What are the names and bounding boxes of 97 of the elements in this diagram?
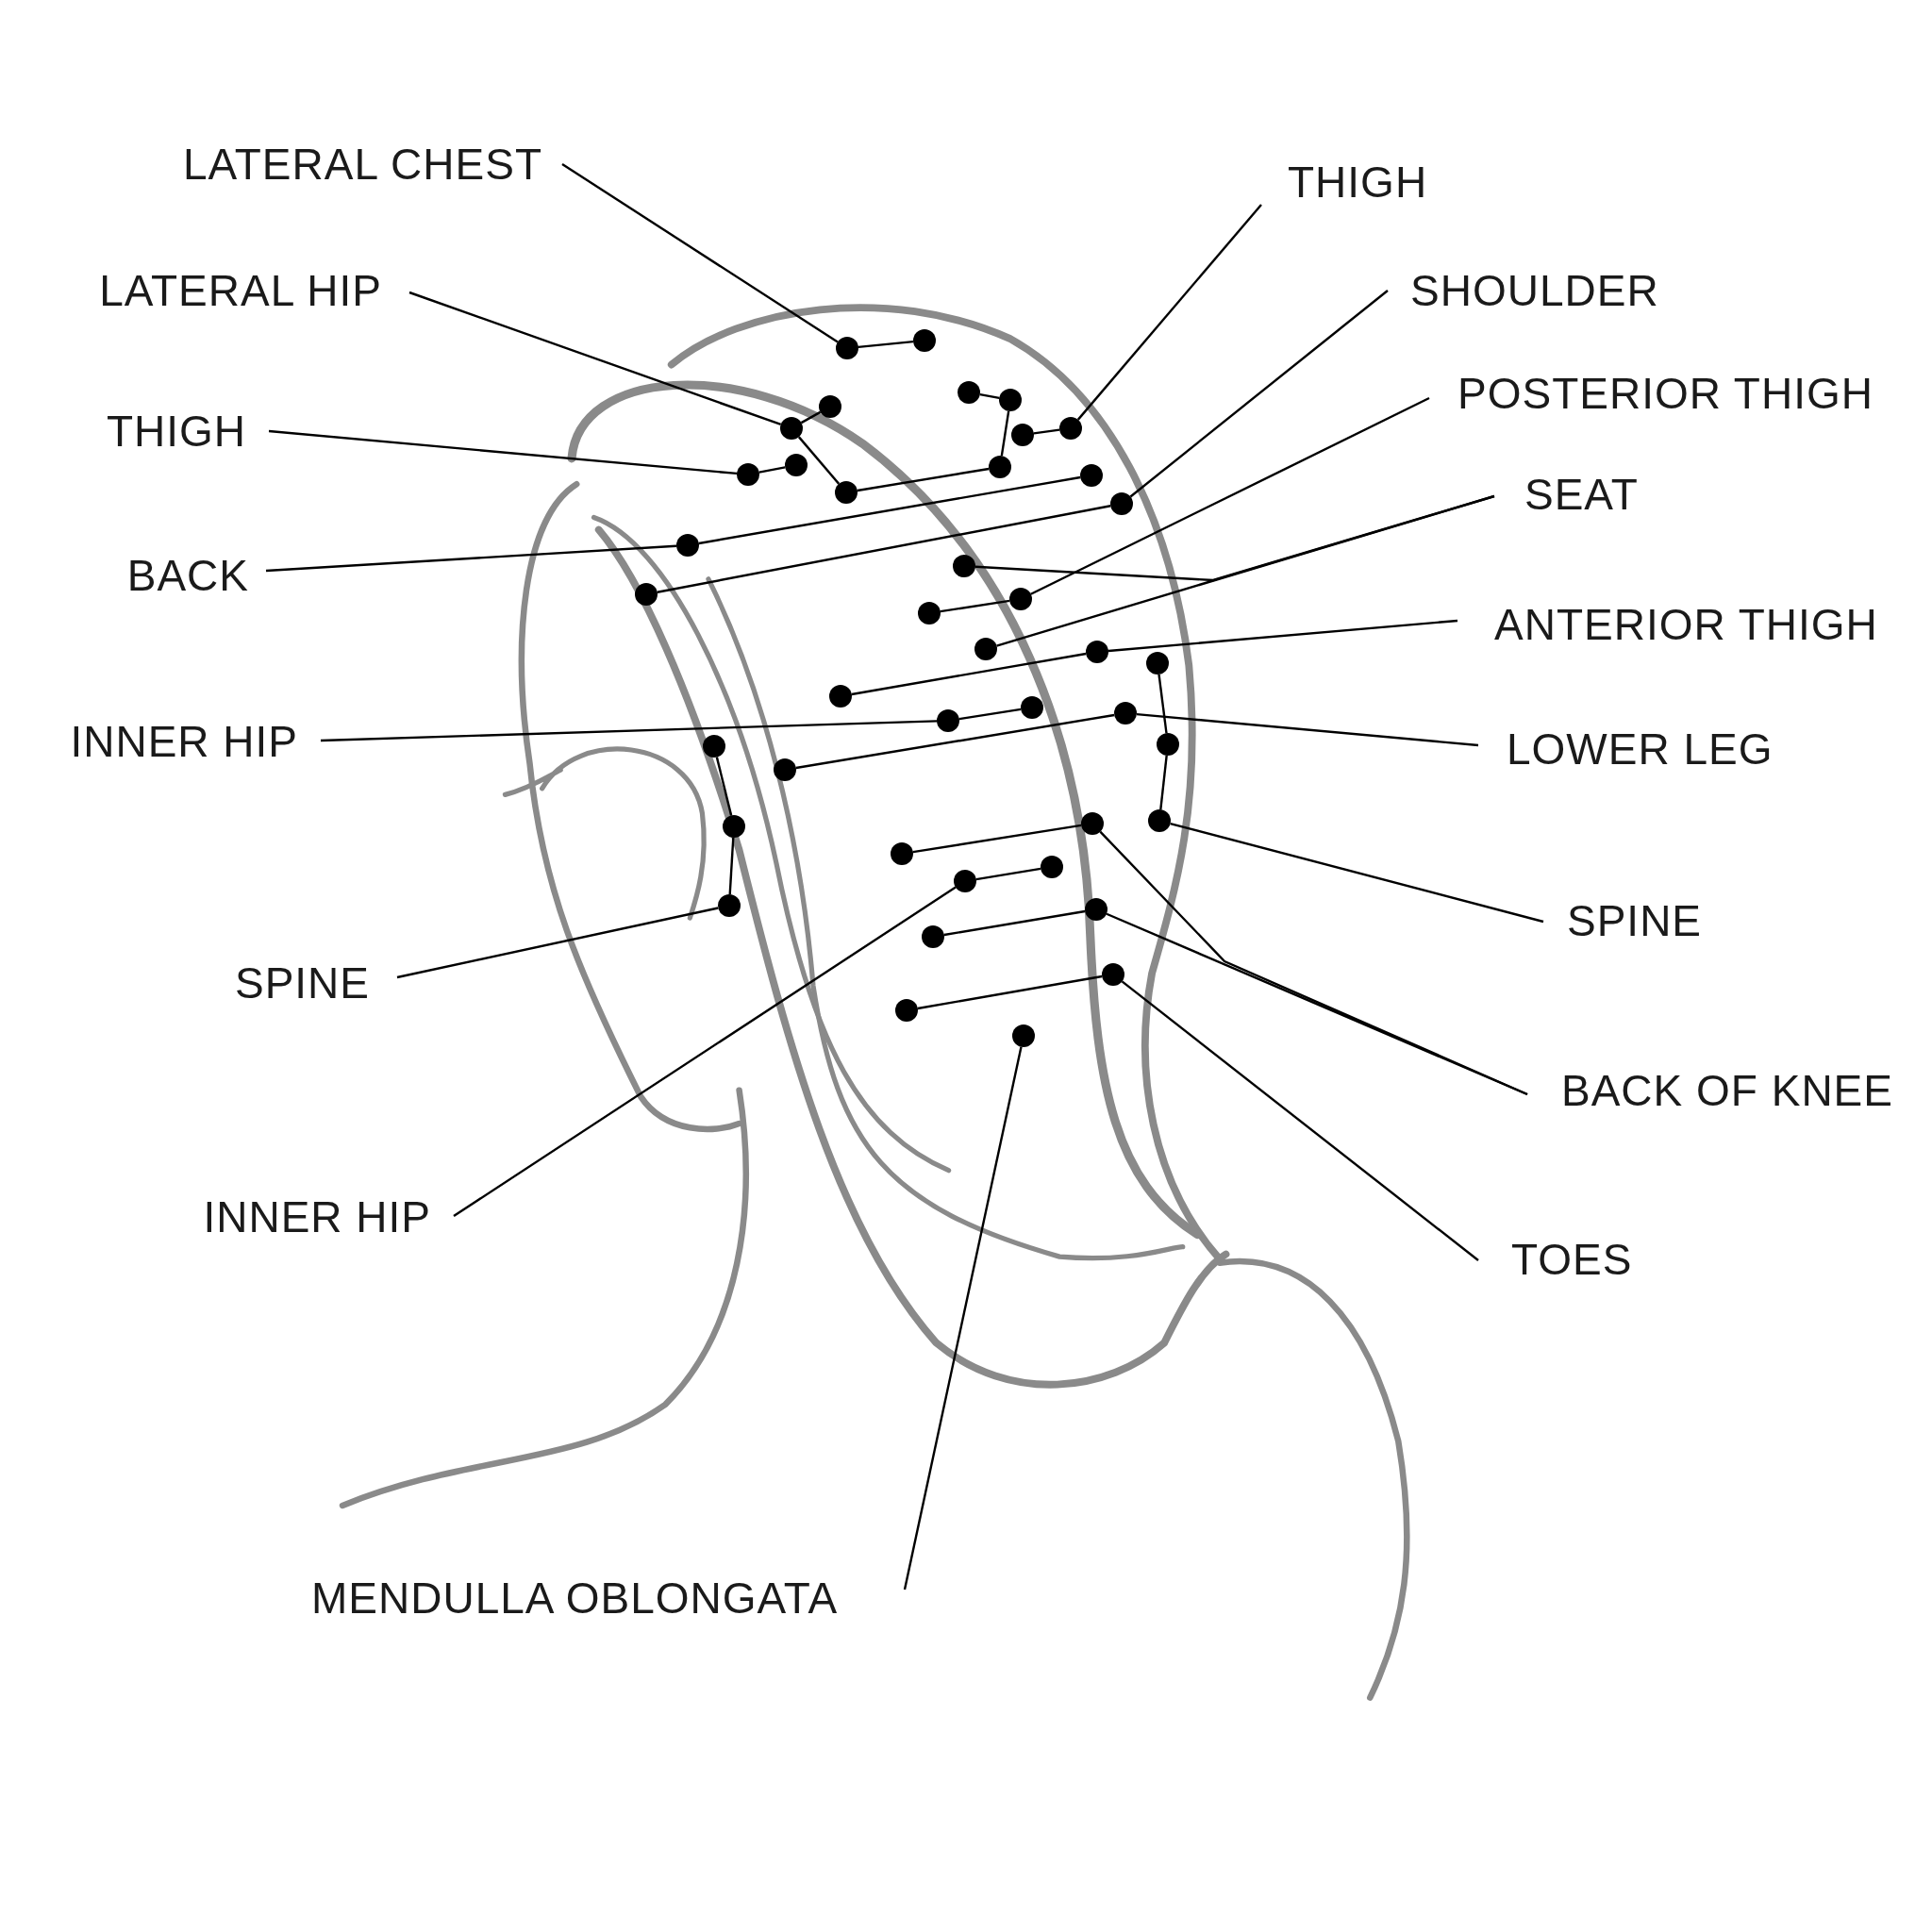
point-dot [780,417,803,440]
connector-line [715,757,733,816]
point-dot [737,463,759,486]
point-dot [1146,652,1169,675]
point-dot [1080,464,1103,487]
part-label: THIGH [106,405,246,458]
part-label: BACK [126,549,249,602]
point-dot [635,583,658,606]
leader-line [320,720,938,742]
leader-line [396,907,719,979]
point-dot [913,329,936,352]
connector-line [917,974,1103,1010]
point-dot [676,534,699,557]
leader-line [453,886,957,1217]
leader-line [265,544,677,573]
part-label: SPINE [234,957,370,1009]
part-label: SEAT [1524,468,1639,521]
point-dot [1021,696,1043,719]
point-dot [703,735,725,758]
point-dot [1157,733,1179,756]
part-label: LATERAL CHEST [182,138,542,191]
connector-line [800,410,822,425]
leader-line [1030,396,1430,595]
point-dot [1009,588,1032,610]
point-dot [1059,417,1082,440]
connector-line [858,340,914,349]
point-dot [918,602,941,625]
leader-line [1076,204,1262,421]
leader-line [268,429,738,475]
leader-line [1099,830,1528,1096]
part-label: MENDULLA OBLONGATA [311,1572,839,1624]
connector-line [1000,410,1010,457]
leader-line [1121,980,1479,1261]
leader-line [1170,822,1544,924]
point-dot [937,709,959,732]
connector-line [912,824,1082,854]
leader-line [974,494,1495,582]
part-label: THIGH [1288,156,1428,208]
part-label: POSTERIOR THIGH [1457,367,1874,420]
connector-line [657,505,1111,593]
point-dot [974,638,997,660]
point-dot [1012,1024,1035,1047]
point-dot [989,456,1011,478]
connector-line [943,909,1086,937]
point-dot [723,815,745,838]
connector-line [958,708,1022,721]
point-dot [774,758,796,781]
point-dot [1081,812,1104,835]
point-dot [836,337,858,359]
connector-line [728,837,735,895]
connector-line [795,713,1115,770]
part-label: LATERAL HIP [99,264,382,317]
part-label: BACK OF KNEE [1561,1064,1893,1117]
connector-line [758,466,786,474]
point-dot [999,389,1022,411]
point-dot [829,685,852,708]
part-label: INNER HIP [70,715,298,768]
connector-line [940,599,1010,613]
point-dot [954,870,976,892]
connector-line [698,475,1081,545]
point-dot [835,481,858,504]
point-dot [891,842,913,865]
point-dot [1086,641,1108,663]
part-label: SPINE [1567,894,1703,947]
point-dot [1102,963,1124,986]
leader-line [903,1046,1023,1591]
point-dot [958,381,980,404]
connector-line [1159,755,1168,810]
part-label: LOWER LEG [1507,723,1774,775]
connector-line [975,867,1041,881]
point-dot [895,999,918,1022]
leader-line [561,163,839,343]
point-dot [819,395,841,418]
point-dot [1011,424,1034,446]
point-dot [718,894,741,917]
leader-line [1136,712,1479,747]
point-dot [1148,809,1171,832]
connector-line [857,467,990,492]
connector-line [851,652,1087,696]
point-dot [785,454,808,476]
point-dot [1085,898,1108,921]
part-label: TOES [1511,1233,1633,1286]
leader-line [1108,619,1458,653]
point-dot [1110,492,1133,515]
leader-line [408,291,782,426]
point-dot [922,925,944,948]
part-label: INNER HIP [203,1191,431,1243]
point-dot [1041,856,1063,878]
part-label: ANTERIOR THIGH [1494,598,1878,651]
point-dot [1114,702,1137,724]
part-label: SHOULDER [1410,264,1659,317]
leader-line [1129,290,1389,498]
point-dot [953,555,975,577]
connector-line [1033,428,1060,435]
connector-line [1158,674,1168,734]
connector-line [797,436,841,485]
connector-line [979,392,1000,400]
